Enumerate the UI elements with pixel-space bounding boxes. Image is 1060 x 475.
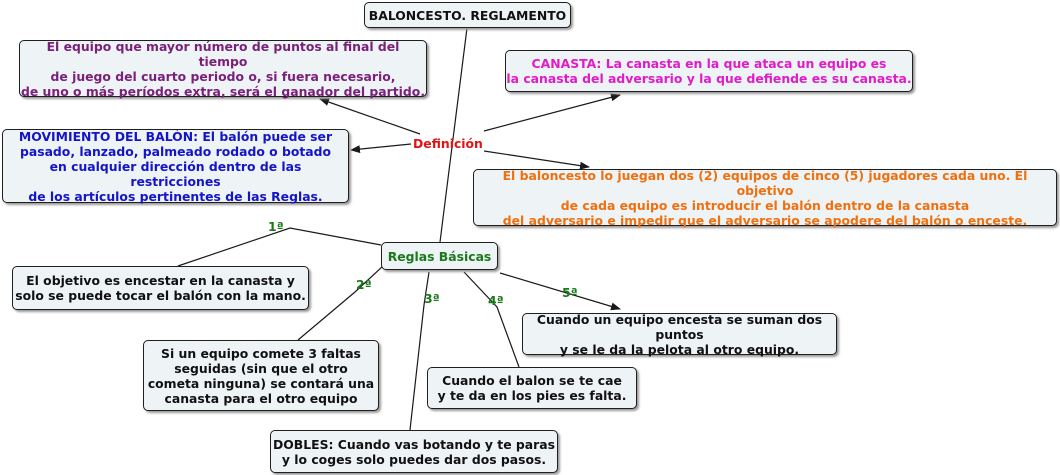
arrow-definicion-movimiento <box>350 143 412 154</box>
definicion-label[interactable]: Definición <box>413 136 483 151</box>
link-reglas-regla-4 <box>463 271 520 368</box>
regla-3-node[interactable]: DOBLES: Cuando vas botando y te paras y … <box>270 430 558 473</box>
regla-2-node[interactable]: Si un equipo comete 3 faltas seguidas (s… <box>143 340 379 411</box>
title-node[interactable]: BALONCESTO. REGLAMENTO <box>364 2 571 28</box>
regla-4-node[interactable]: Cuando el balon se te cae y te da en los… <box>427 367 637 409</box>
ordinal-2-label: 2ª <box>356 277 372 292</box>
definition-canasta-node[interactable]: CANASTA: La canasta en la que ataca un e… <box>505 50 913 92</box>
ordinal-5-label: 5ª <box>562 285 578 300</box>
regla-1-node[interactable]: El objetivo es encestar en la canasta y … <box>12 266 309 310</box>
link-reglas-regla-2 <box>297 265 384 341</box>
arrow-reglas-regla-5 <box>499 272 621 311</box>
arrow-definicion-objetivo <box>483 150 590 170</box>
ordinal-3-label: 3ª <box>424 291 440 306</box>
link-reglas-regla-3 <box>409 271 430 431</box>
ordinal-4-label: 4ª <box>488 293 504 308</box>
arrow-definicion-ganador <box>319 98 421 135</box>
definition-movimiento-node[interactable]: MOVIMIENTO DEL BALÓN: El balón puede ser… <box>2 129 349 204</box>
link-reglas-regla-1 <box>177 227 382 267</box>
reglas-basicas-node[interactable]: Reglas Básicas <box>381 242 498 270</box>
definition-ganador-node[interactable]: El equipo que mayor número de puntos al … <box>19 38 427 99</box>
arrow-definicion-canasta <box>483 93 621 132</box>
ordinal-1-label: 1ª <box>268 219 284 234</box>
link-title-reglas <box>439 27 468 243</box>
regla-5-node[interactable]: Cuando un equipo encesta se suman dos pu… <box>522 312 837 357</box>
definition-objetivo-node[interactable]: El baloncesto lo juegan dos (2) equipos … <box>473 168 1057 228</box>
